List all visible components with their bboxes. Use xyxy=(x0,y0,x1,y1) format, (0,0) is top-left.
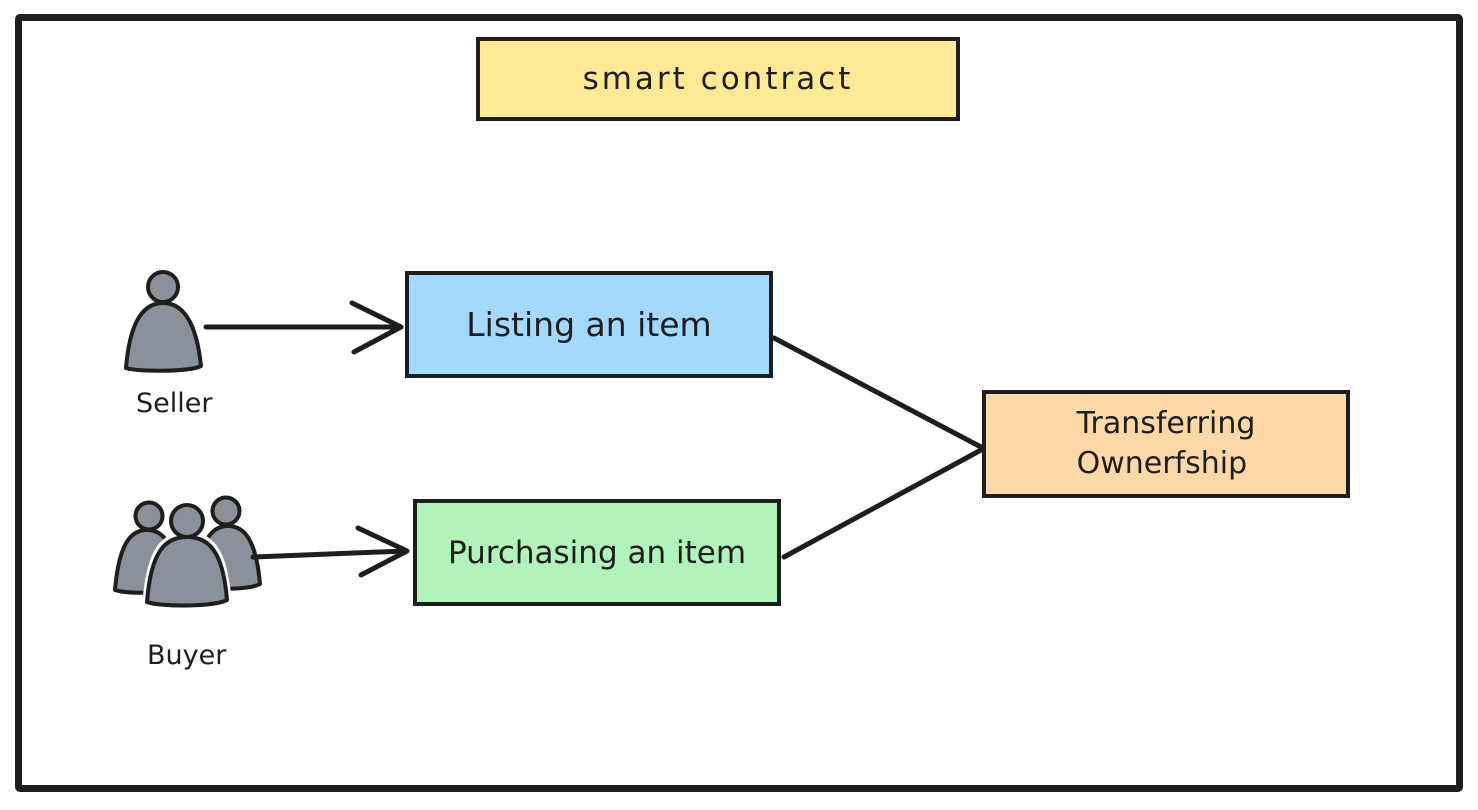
node-purchasing-an-item: Purchasing an item xyxy=(413,499,781,606)
people-group-icon xyxy=(113,495,262,608)
node-transferring-ownership: Transferring Ownerfship xyxy=(982,390,1350,498)
actor-label-buyer: Buyer xyxy=(147,640,227,671)
line-purchasing-to-transferring xyxy=(781,447,984,560)
node-listing-an-item: Listing an item xyxy=(405,271,773,378)
person-icon xyxy=(124,270,203,373)
node-label-line1: Transferring xyxy=(1076,405,1256,441)
outer-frame xyxy=(15,14,1463,792)
arrow-buyer-to-purchasing xyxy=(250,525,410,578)
node-label: Purchasing an item xyxy=(447,534,747,571)
node-label: Listing an item xyxy=(466,305,712,344)
node-label-line2: Ownerfship xyxy=(1076,446,1248,481)
diagram-title: smart contract xyxy=(582,61,854,97)
line-listing-to-transferring xyxy=(771,335,984,450)
title-box: smart contract xyxy=(476,37,960,121)
arrow-seller-to-listing xyxy=(203,300,404,355)
node-label: Transferring Ownerfship xyxy=(1077,404,1256,485)
actor-label-seller: Seller xyxy=(136,388,213,419)
